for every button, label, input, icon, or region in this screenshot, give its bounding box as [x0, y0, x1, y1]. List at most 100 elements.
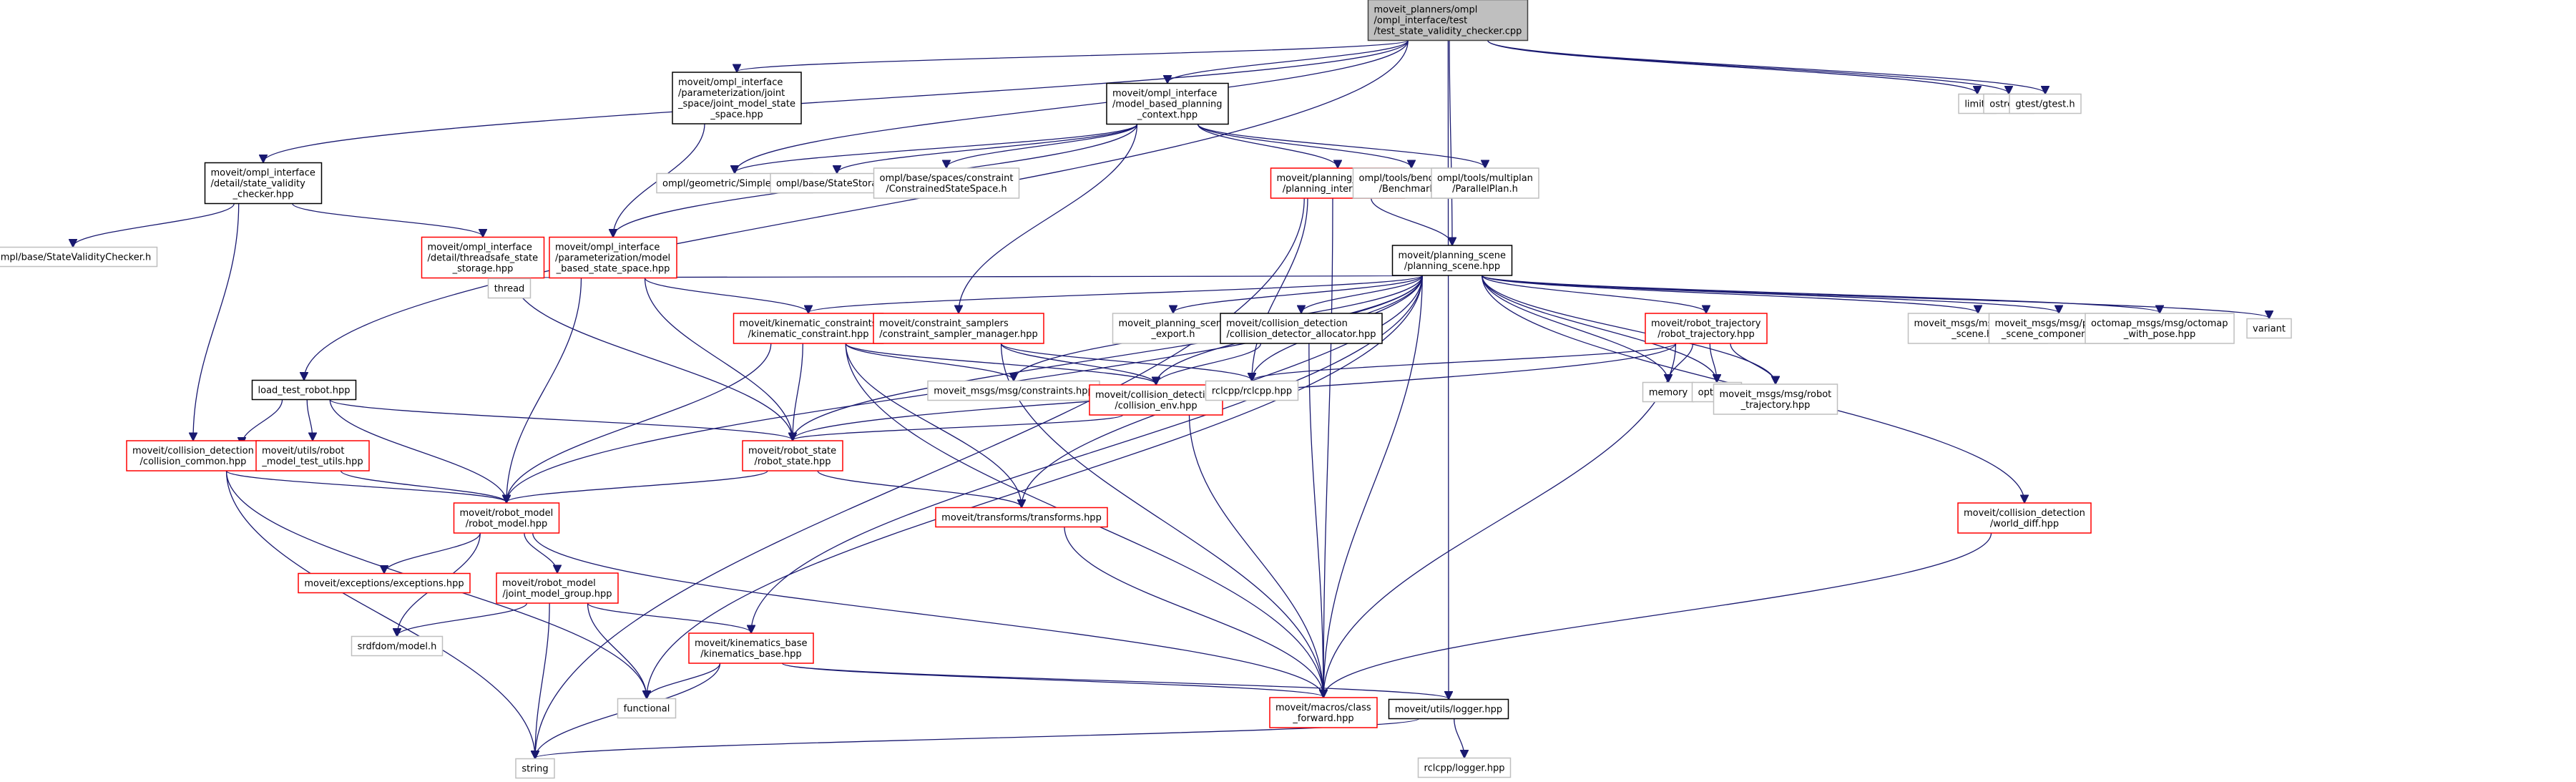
edge-ps-to-optional: [1482, 275, 1717, 382]
node-label-line: moveit/robot_model: [502, 578, 596, 589]
node-label-line: /model_based_planning: [1112, 99, 1223, 110]
graph-node-exc[interactable]: moveit/exceptions/exceptions.hpp: [298, 572, 471, 594]
node-label-line: _based_state_space.hpp: [556, 264, 670, 275]
graph-node-rmtu[interactable]: moveit/utils/robot_model_test_utils.hpp: [255, 440, 370, 471]
graph-node-kc[interactable]: moveit/kinematic_constraints/kinematic_c…: [733, 313, 884, 344]
graph-node-variant[interactable]: variant: [2246, 318, 2292, 339]
node-label-line: functional: [624, 704, 670, 715]
node-label-line: moveit/collision_detection: [1226, 318, 1348, 329]
graph-node-cenv[interactable]: moveit/collision_detection/collision_env…: [1089, 384, 1223, 416]
graph-node-kb[interactable]: moveit/kinematics_base/kinematics_base.h…: [688, 632, 814, 664]
graph-node-cf[interactable]: moveit/macros/class_forward.hpp: [1269, 697, 1378, 728]
edge-ltr-to-rmtu: [306, 399, 313, 441]
edge-kb-to-logger: [781, 663, 1449, 699]
edge-kc-to-rm: [506, 343, 772, 502]
graph-node-memory[interactable]: memory: [1642, 381, 1695, 403]
graph-node-psexport[interactable]: moveit_planning_scene_export.h: [1112, 313, 1235, 344]
edge-pi-to-ps: [1371, 197, 1452, 245]
graph-node-srdf[interactable]: srdfdom/model.h: [351, 635, 444, 657]
edge-rm-to-exc: [384, 532, 481, 573]
graph-node-root[interactable]: moveit_planners/ompl/ompl_interface/test…: [1367, 0, 1529, 41]
graph-node-csm[interactable]: moveit/constraint_samplers/constraint_sa…: [873, 313, 1044, 344]
edge-rt-to-cf: [1323, 343, 1677, 697]
node-label-line: /robot_trajectory.hpp: [1657, 329, 1754, 340]
graph-node-functional[interactable]: functional: [617, 698, 677, 719]
node-label-line: moveit/macros/class: [1275, 703, 1371, 713]
graph-node-jmg[interactable]: moveit/robot_model/joint_model_group.hpp: [496, 572, 619, 604]
node-label-line: /joint_model_group.hpp: [502, 589, 612, 600]
node-box: [1957, 502, 2092, 534]
node-box: [1106, 82, 1229, 125]
node-box: [2085, 313, 2235, 344]
node-box: [1205, 380, 1299, 401]
edge-mbss-to-rs: [644, 278, 793, 441]
graph-node-css[interactable]: ompl/base/spaces/constraint/ConstrainedS…: [873, 167, 1020, 199]
graph-node-mbss[interactable]: moveit/ompl_interface/parameterization/m…: [549, 236, 677, 279]
edge-root-to-simplesetup: [735, 40, 1409, 173]
graph-node-ps[interactable]: moveit/planning_scene/planning_scene.hpp: [1391, 245, 1513, 276]
graph-node-rs[interactable]: moveit/robot_state/robot_state.hpp: [742, 440, 843, 471]
node-box: [1089, 384, 1223, 416]
graph-node-rcllogger[interactable]: rclcpp/logger.hpp: [1417, 757, 1512, 778]
node-label-line: gtest/gtest.h: [2015, 99, 2075, 110]
graph-node-octo[interactable]: octomap_msgs/msg/octomap_with_pose.hpp: [2085, 313, 2235, 344]
edge-rt-to-mmrt: [1730, 343, 1776, 383]
graph-node-ccommon[interactable]: moveit/collision_detection/collision_com…: [126, 440, 260, 471]
node-label-line: /collision_detector_allocator.hpp: [1226, 329, 1376, 340]
node-label-line: moveit/collision_detection: [1964, 508, 2085, 519]
node-label-line: moveit/robot_state: [748, 446, 836, 456]
edge-rt-to-optional: [1709, 343, 1717, 382]
node-label-line: _space.hpp: [710, 109, 763, 120]
node-box: [1417, 757, 1512, 778]
graph-node-mmrt[interactable]: moveit_msgs/msg/robot_trajectory.hpp: [1713, 383, 1838, 415]
node-label-line: moveit/kinematic_constraints: [740, 318, 877, 329]
edge-rm-to-jmg: [524, 532, 557, 572]
edge-pi-to-cf: [1323, 197, 1333, 697]
graph-node-pplan[interactable]: ompl/tools/multiplan/ParallelPlan.h: [1431, 167, 1539, 199]
graph-node-svch[interactable]: ompl/base/StateValidityChecker.h: [0, 246, 158, 268]
node-box: [421, 236, 545, 279]
graph-node-gtest[interactable]: gtest/gtest.h: [2009, 93, 2082, 114]
graph-node-rt[interactable]: moveit/robot_trajectory/robot_trajectory…: [1645, 313, 1768, 344]
node-label-line: _storage.hpp: [452, 264, 514, 275]
graph-node-svc[interactable]: moveit/ompl_interface/detail/state_valid…: [204, 162, 323, 205]
node-label-line: /world_diff.hpp: [1990, 519, 2059, 529]
graph-node-logger[interactable]: moveit/utils/logger.hpp: [1388, 698, 1509, 720]
node-label-line: _forward.hpp: [1292, 713, 1353, 724]
node-box: [126, 440, 260, 471]
edge-root-to-svc: [263, 40, 1409, 162]
node-label-line: moveit/ompl_interface: [211, 168, 315, 179]
graph-node-thread[interactable]: thread: [487, 278, 532, 299]
node-label-line: /parameterization/joint: [678, 88, 785, 99]
node-box: [1388, 698, 1509, 720]
edge-rt-to-rclcpp: [1252, 343, 1677, 381]
graph-node-ltr[interactable]: load_test_robot.hpp: [251, 379, 357, 401]
graph-node-wd[interactable]: moveit/collision_detection/world_diff.hp…: [1957, 502, 2092, 534]
node-label-line: moveit/planning_scene: [1399, 250, 1506, 261]
graph-node-cda[interactable]: moveit/collision_detection/collision_det…: [1220, 313, 1383, 344]
node-label-line: moveit/constraint_samplers: [879, 318, 1009, 329]
node-box: [549, 236, 677, 279]
graph-node-mmc[interactable]: moveit_msgs/msg/constraints.hpp: [927, 380, 1100, 401]
edge-rs-to-tf: [817, 470, 1022, 507]
node-box: [1431, 167, 1539, 199]
graph-node-tss[interactable]: moveit/ompl_interface/detail/threadsafe_…: [421, 236, 545, 279]
graph-node-string[interactable]: string: [515, 758, 555, 779]
graph-node-rclcpp[interactable]: rclcpp/rclcpp.hpp: [1205, 380, 1299, 401]
graph-node-jmss[interactable]: moveit/ompl_interface/parameterization/j…: [672, 72, 802, 124]
node-label-line: /collision_common.hpp: [140, 456, 247, 467]
edge-kb-to-functional: [647, 663, 721, 698]
node-box: [496, 572, 619, 604]
edge-root-to-ostream: [1487, 39, 2009, 94]
node-box: [1713, 383, 1838, 415]
graph-node-tf[interactable]: moveit/transforms/transforms.hpp: [935, 507, 1108, 528]
edge-ps-to-variant: [1482, 275, 2269, 318]
graph-node-rm[interactable]: moveit/robot_model/robot_model.hpp: [453, 502, 560, 534]
edge-cda-to-cenv: [1156, 343, 1262, 384]
graph-node-mbpc[interactable]: moveit/ompl_interface/model_based_planni…: [1106, 82, 1229, 125]
edge-root-to-gtest: [1487, 39, 2045, 94]
node-label-line: _with_pose.hpp: [2123, 329, 2195, 340]
node-label-line: thread: [494, 284, 525, 295]
node-box: [873, 167, 1020, 199]
node-label-line: /detail/state_validity: [211, 179, 306, 190]
